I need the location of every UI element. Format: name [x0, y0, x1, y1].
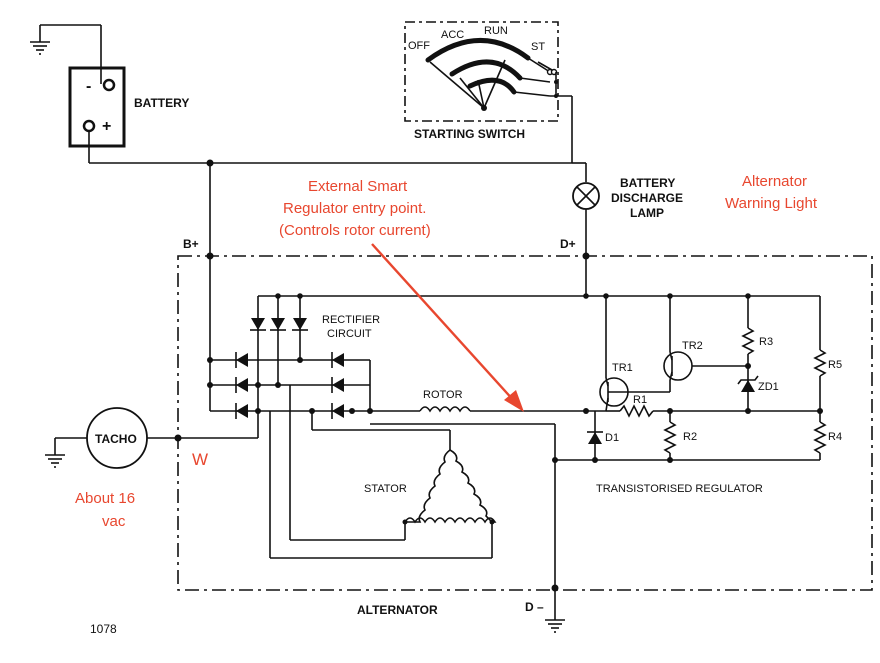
- d1-label: D1: [605, 432, 619, 444]
- smart-regulator-annotation: External Smart Regulator entry point. (C…: [279, 178, 524, 412]
- r4-label: R4: [828, 431, 842, 443]
- terminal-b-plus: B+: [183, 237, 199, 251]
- terminal-d-minus: D –: [525, 600, 544, 614]
- tacho-label: TACHO: [95, 432, 137, 446]
- starting-switch: [404, 21, 573, 163]
- figure-number: 1078: [90, 622, 117, 636]
- tacho-note-2: vac: [102, 513, 126, 530]
- switch-acc-label: ACC: [441, 29, 464, 41]
- r1-label: R1: [633, 394, 647, 406]
- battery-plus-sign: +: [102, 118, 111, 135]
- annotation-arrow: [371, 243, 516, 403]
- lamp-label-1: BATTERY: [620, 176, 675, 190]
- warning-light-text-1: Alternator: [742, 173, 807, 190]
- r5-label: R5: [828, 359, 842, 371]
- warning-light-text-2: Warning Light: [725, 195, 818, 212]
- r3-label: R3: [759, 336, 773, 348]
- regulator-label: TRANSISTORISED REGULATOR: [596, 483, 763, 495]
- ground-symbol-bottom: [545, 619, 565, 633]
- discharge-lamp: [572, 182, 600, 296]
- rectifier-label-1: RECTIFIER: [322, 314, 380, 326]
- alternator-outline: [177, 255, 873, 591]
- terminal-d-plus: D+: [560, 237, 576, 251]
- rectifier-label-2: CIRCUIT: [327, 328, 372, 340]
- ground-symbol-top: [30, 24, 101, 55]
- battery-minus-sign: -: [86, 78, 91, 95]
- starting-switch-label: STARTING SWITCH: [414, 127, 525, 141]
- smart-regulator-text-1: External Smart: [308, 178, 408, 195]
- r2-label: R2: [683, 431, 697, 443]
- smart-regulator-text-3: (Controls rotor current): [279, 222, 431, 239]
- smart-regulator-text-2: Regulator entry point.: [283, 200, 426, 217]
- alternator-label: ALTERNATOR: [357, 603, 438, 617]
- w-terminal-label: W: [192, 450, 208, 469]
- supply-wires: [89, 159, 587, 411]
- tacho-note-1: About 16: [75, 490, 135, 507]
- tacho-meter: [45, 407, 259, 469]
- battery-label: BATTERY: [134, 96, 189, 110]
- zd1-label: ZD1: [758, 381, 779, 393]
- rotor-label: ROTOR: [423, 389, 463, 401]
- lamp-label-3: LAMP: [630, 206, 664, 220]
- tr1-label: TR1: [612, 362, 633, 374]
- tr2-label: TR2: [682, 340, 703, 352]
- switch-off-label: OFF: [408, 40, 430, 52]
- switch-run-label: RUN: [484, 25, 508, 37]
- battery: - +: [68, 25, 126, 163]
- annotation-arrowhead: [504, 390, 524, 412]
- rotor-coil: [370, 406, 606, 414]
- transistorised-regulator: [370, 296, 827, 620]
- stator-winding: [269, 385, 497, 559]
- lamp-label-2: DISCHARGE: [611, 191, 683, 205]
- stator-label: STATOR: [364, 483, 407, 495]
- switch-st-label: ST: [531, 41, 545, 53]
